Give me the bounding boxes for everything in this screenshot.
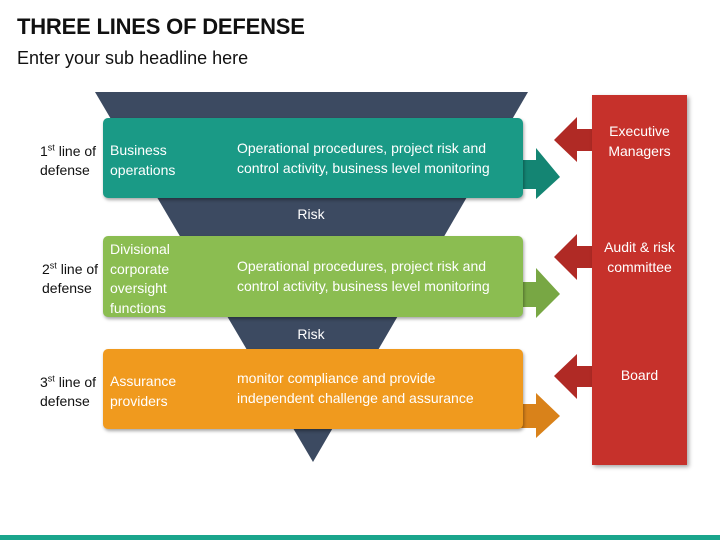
line-label-3: 3st line of defense [40, 373, 97, 409]
footer-accent-bar [0, 535, 720, 540]
risk-label-2: Risk [297, 326, 325, 342]
band3-right-arrow [521, 393, 560, 438]
band2-right-arrow [521, 268, 560, 318]
panel-arrow-board [554, 354, 593, 399]
page-subtitle: Enter your sub headline here [17, 48, 249, 68]
page-title: THREE LINES OF DEFENSE [17, 14, 305, 39]
panel-arrow-executive [554, 117, 593, 162]
risk-label-1: Risk [297, 206, 325, 222]
panel-item-board: Board [620, 367, 659, 383]
panel-arrow-audit [554, 234, 593, 280]
band-description: Operational procedures, project risk and… [237, 140, 490, 176]
line-label-2: 2st line of defense [42, 260, 99, 296]
band-description: Operational procedures, project risk and… [237, 258, 490, 294]
line-label-1: 1st line of defense [40, 142, 97, 178]
band1-right-arrow [521, 148, 560, 199]
